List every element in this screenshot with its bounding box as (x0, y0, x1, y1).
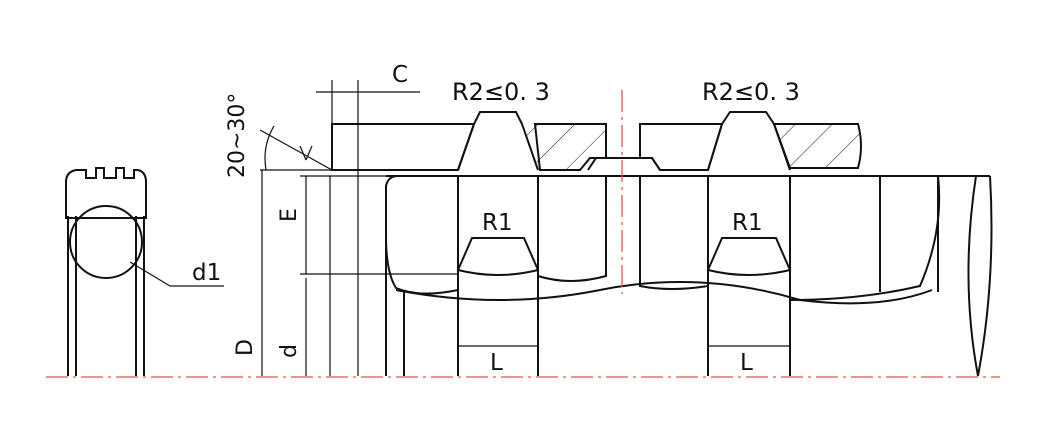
label-d-big: D (233, 339, 258, 356)
label-radius-right: R2≤0. 3 (702, 78, 800, 106)
label-radius-left: R2≤0. 3 (452, 78, 550, 106)
seal-profile (65, 167, 147, 219)
label-r1-left: R1 (482, 210, 513, 236)
seal-cross-section: d1 (65, 167, 224, 376)
o-ring (69, 205, 143, 279)
label-l-left: L (490, 350, 503, 376)
housing-section (259, 80, 993, 377)
label-l-right: L (740, 350, 753, 376)
cover-tooth-right (707, 111, 791, 171)
label-c: C (392, 62, 408, 88)
label-angle: 20~30° (225, 93, 250, 178)
label-d1: d1 (192, 260, 221, 286)
cover-tooth-left (457, 111, 539, 171)
cylinder-end (967, 175, 993, 377)
label-d-small: d (277, 344, 302, 358)
label-r1-right: R1 (732, 210, 763, 236)
label-e: E (277, 208, 302, 222)
cover-plate (331, 123, 476, 171)
lower-body (385, 175, 459, 295)
